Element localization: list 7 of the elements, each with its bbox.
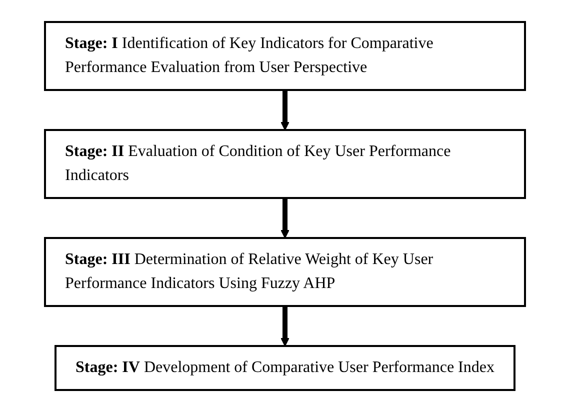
arrow: [280, 306, 289, 346]
arrow: [280, 198, 289, 238]
arrow: [280, 90, 289, 130]
node-box: Stage: II Evaluation of Condition of Key User Performance Indicators: [44, 129, 526, 199]
node-box: Stage: I Identification of Key Indicators for Comparative Performance Evaluation from User Perspective: [44, 21, 526, 91]
node-box: Stage: III Determination of Relative Weight of Key User Performance Indicators Using Fuzzy AHP: [44, 237, 526, 307]
node-box: Stage: IV Development of Comparative User Performance Index: [54, 345, 515, 391]
